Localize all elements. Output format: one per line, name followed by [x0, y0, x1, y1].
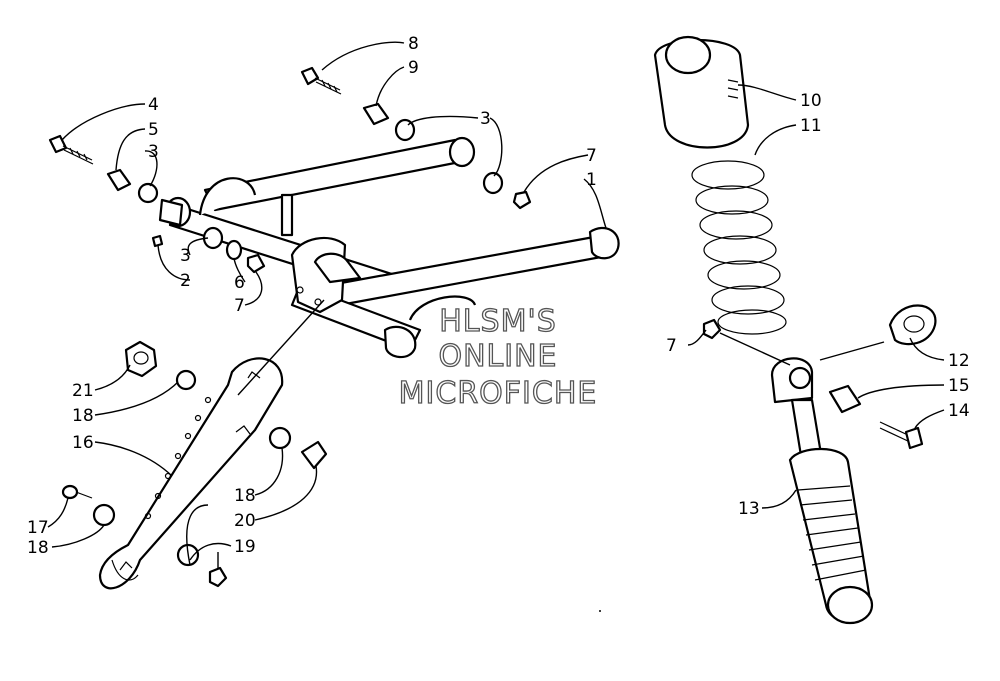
- callout-3: 3: [148, 142, 159, 162]
- callout-6: 6: [234, 273, 245, 293]
- callout-20: 20: [234, 511, 256, 531]
- callout-7: 7: [666, 336, 677, 356]
- coil-spring: [691, 160, 787, 335]
- callout-15: 15: [948, 376, 970, 396]
- callout-21: 21: [72, 381, 94, 401]
- leader-lines: [47, 41, 945, 570]
- callout-14: 14: [948, 401, 970, 421]
- callout-4: 4: [148, 95, 159, 115]
- callout-17: 17: [27, 518, 49, 538]
- a-arm-hardware: [48, 66, 532, 274]
- watermark-line-2: ONLINE: [438, 339, 557, 374]
- callout-2: 2: [180, 271, 191, 291]
- callout-9: 9: [408, 58, 419, 78]
- shock-absorber: [653, 35, 937, 625]
- callout-12: 12: [948, 351, 970, 371]
- callouts: 8 9 3 4 5 3 7 1 3 2 6 7 21 18 16 18 20 1…: [27, 34, 970, 558]
- callout-5: 5: [148, 120, 159, 140]
- callout-16: 16: [72, 433, 94, 453]
- callout-3: 3: [480, 109, 491, 129]
- callout-7: 7: [586, 146, 597, 166]
- speck: [599, 610, 601, 612]
- limiter-strap: [61, 340, 328, 590]
- callout-18: 18: [72, 406, 94, 426]
- a-arm: [158, 136, 620, 359]
- callout-7: 7: [234, 296, 245, 316]
- callout-1: 1: [586, 170, 597, 190]
- callout-18: 18: [27, 538, 49, 558]
- callout-19: 19: [234, 537, 256, 557]
- callout-11: 11: [800, 116, 822, 136]
- callout-18: 18: [234, 486, 256, 506]
- callout-3: 3: [180, 246, 191, 266]
- watermark: HLSM'S ONLINE MICROFICHE: [398, 303, 598, 411]
- watermark-line-3: MICROFICHE: [399, 376, 598, 411]
- callout-8: 8: [408, 34, 419, 54]
- callout-13: 13: [738, 499, 760, 519]
- callout-10: 10: [800, 91, 822, 111]
- watermark-line-1: HLSM'S: [439, 304, 557, 339]
